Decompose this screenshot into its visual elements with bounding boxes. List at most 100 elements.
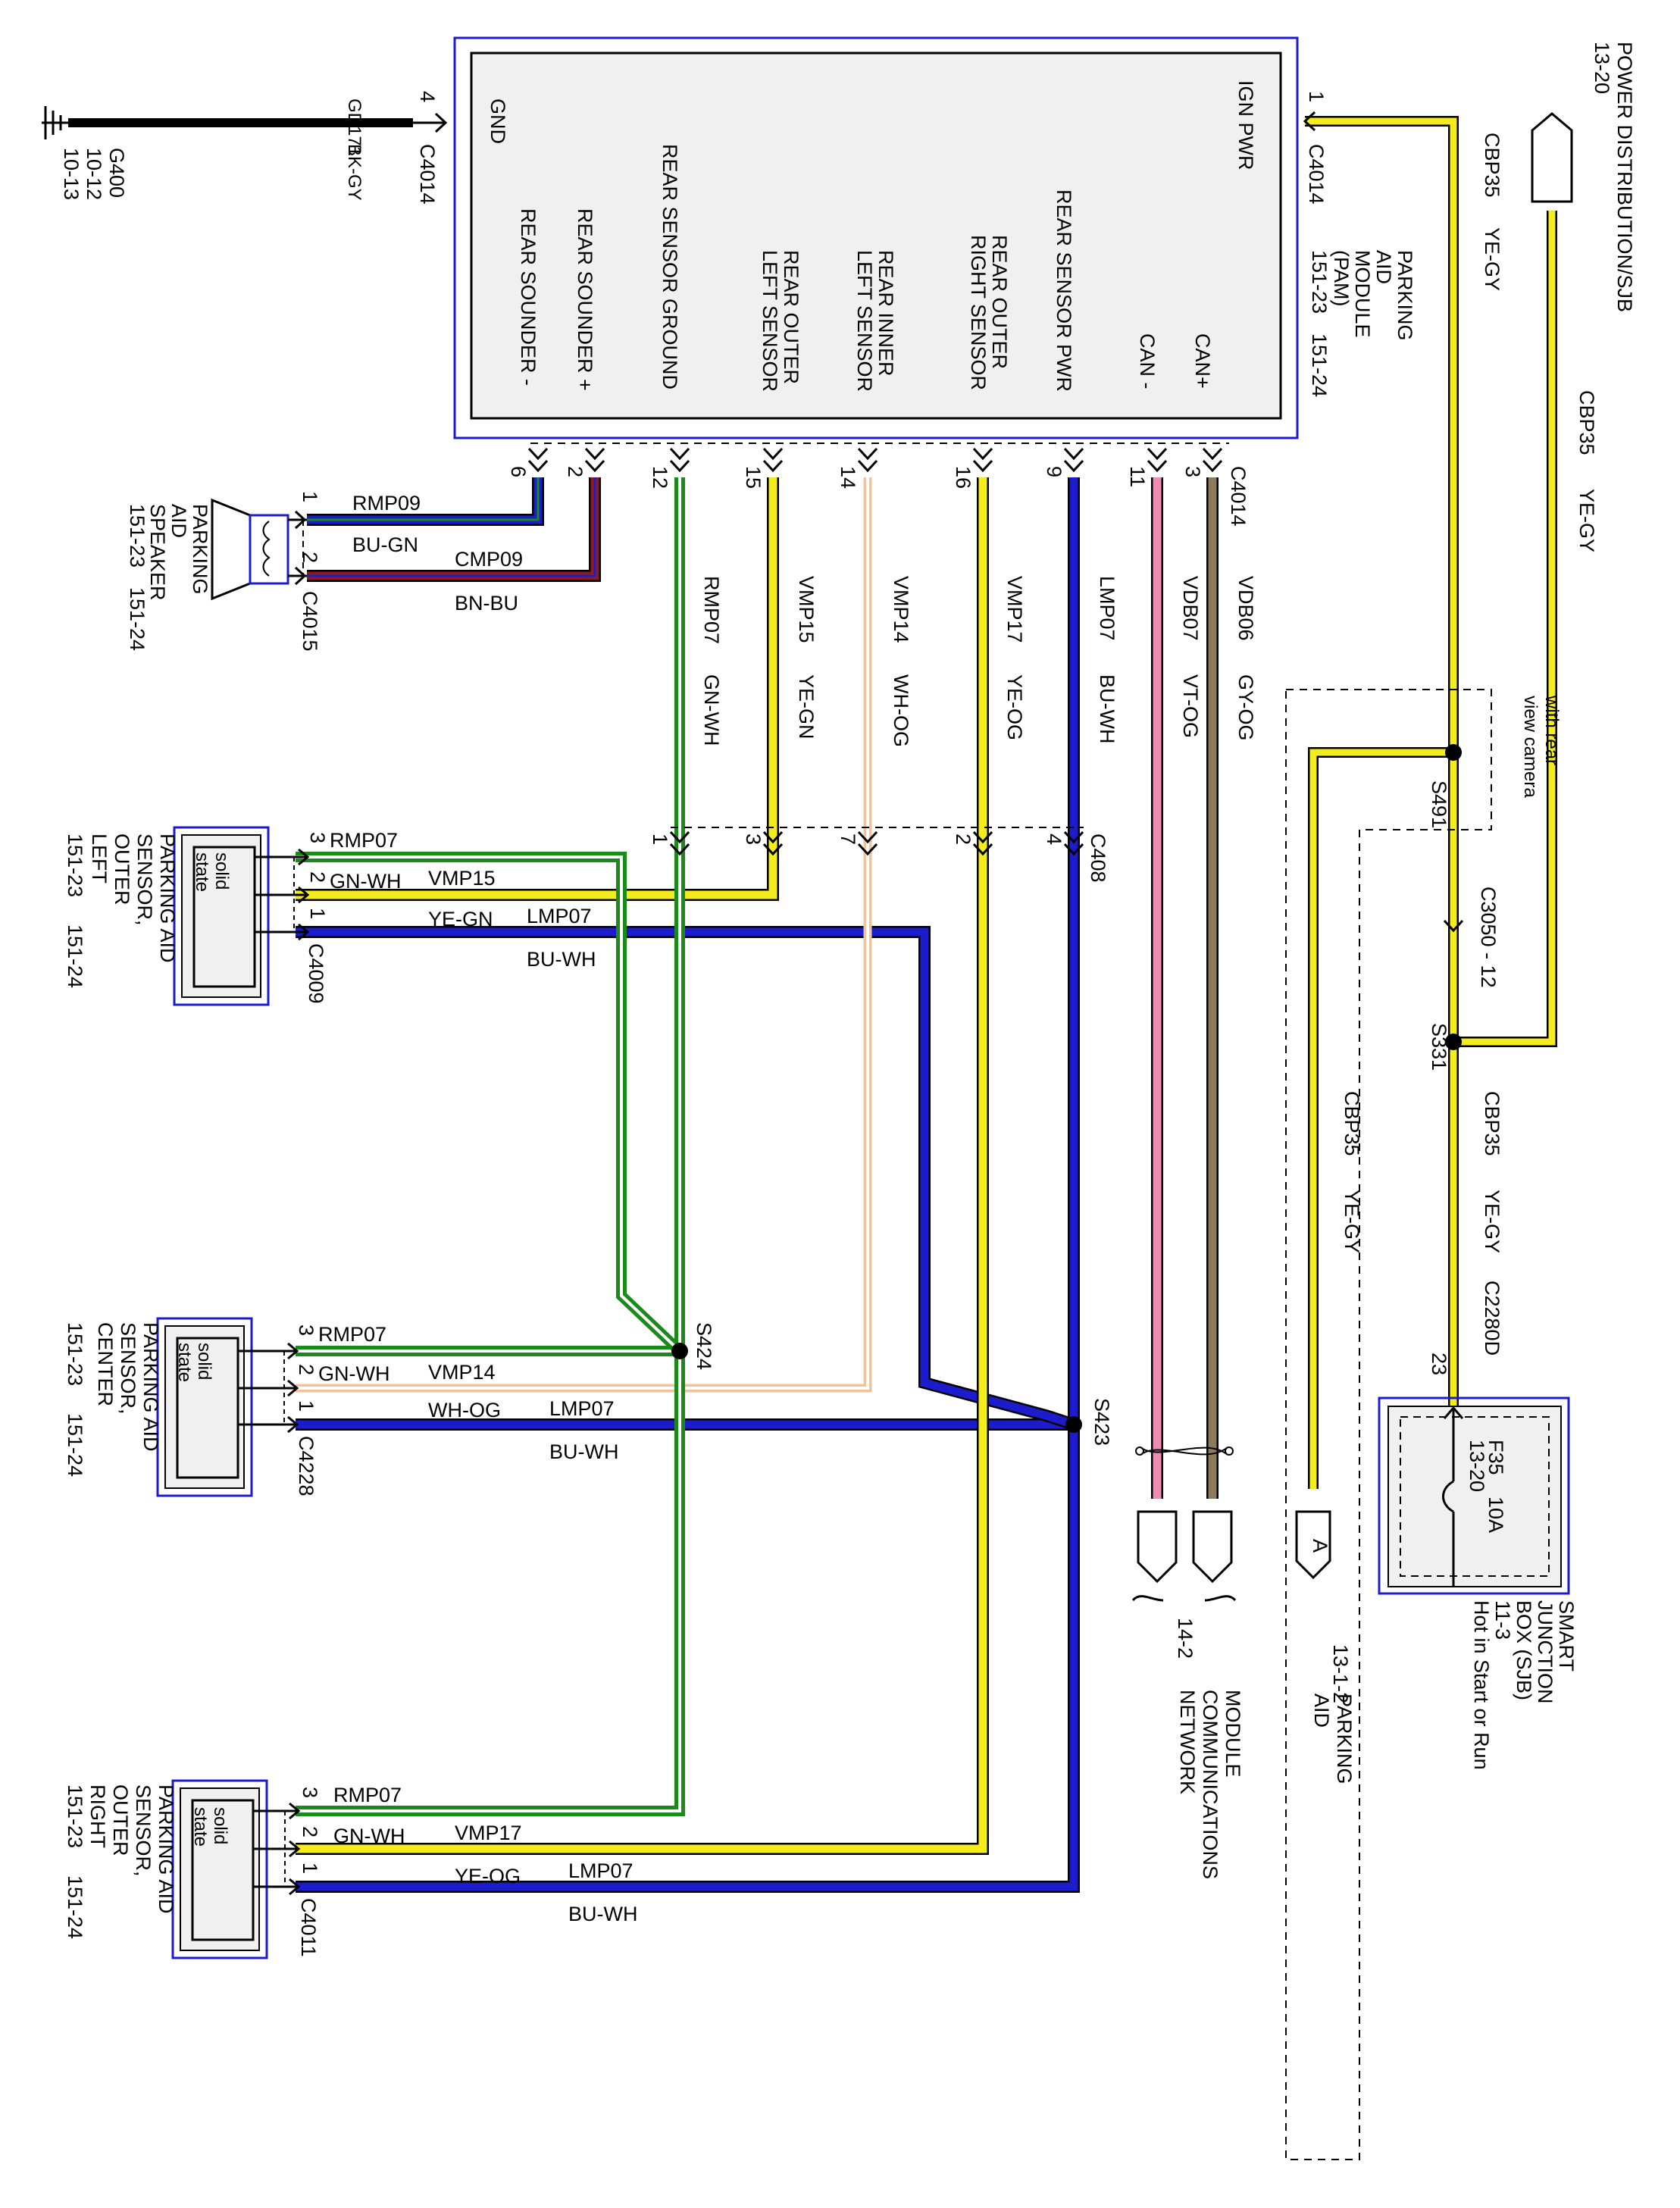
- network-connector-can-minus: [1137, 1510, 1178, 1584]
- module-outer-border: [453, 36, 1299, 439]
- sensor-outer-right-pin1: 1: [299, 1862, 321, 1874]
- pin-label-outer-right: REAR OUTER: [988, 235, 1011, 369]
- pin-label-sounder-minus: REAR SOUNDER -: [517, 208, 540, 386]
- sensor-outer-left-lmp-color: BU-WH: [527, 948, 596, 971]
- sjb-wire-circuit: CBP35: [1481, 1091, 1503, 1156]
- ign-wire-color: YE-GY: [1481, 227, 1503, 291]
- sensor-outer-left-pin1: 1: [306, 908, 329, 919]
- splice-s424: [671, 1343, 688, 1359]
- splice-s423: [1065, 1416, 1082, 1433]
- network-name: COMMUNICATIONS: [1199, 1690, 1222, 1879]
- sjb-ref: 11-3: [1491, 1600, 1514, 1640]
- module-connector-ign: C4014: [1305, 144, 1328, 205]
- speaker-pin1: 1: [299, 491, 321, 502]
- fuse-icon: [1442, 1480, 1454, 1513]
- vdb07-circuit: VDB07: [1179, 576, 1202, 641]
- speaker-name: SPEAKER: [146, 504, 169, 601]
- sensor-outer-left-ref-1: 151-23: [64, 833, 86, 897]
- parking-aid-ref: 13-1-2: [1329, 1644, 1352, 1703]
- sensor-outer-left-box: [173, 826, 270, 1006]
- pin-num-can-minus: 11: [1126, 466, 1149, 487]
- sensor-center-lmp-color: BU-WH: [549, 1440, 618, 1463]
- power-distribution-wire: [1453, 211, 1557, 1047]
- sensor-outer-left-rmp: RMP07: [330, 829, 398, 852]
- sjb-name: SMART: [1555, 1600, 1578, 1672]
- sensor-center-name: SENSOR,: [117, 1322, 139, 1415]
- module-name: PARKING: [1394, 250, 1416, 341]
- speaker-connector: C4015: [299, 591, 321, 652]
- c3050-connector: [1443, 919, 1464, 933]
- sensor-pin-stubs: [238, 848, 310, 1896]
- network-name: NETWORK: [1176, 1690, 1199, 1794]
- splice-s331-label: S331: [1428, 1023, 1450, 1071]
- sensor-center-signal-color: WH-OG: [428, 1399, 501, 1421]
- sjb-fuse-amps: 10A: [1484, 1496, 1507, 1533]
- wire-vmp17: [296, 477, 989, 1855]
- sjb-name: BOX (SJB): [1513, 1600, 1535, 1700]
- ground-color: BK-GY: [344, 144, 364, 201]
- c408-pin-vmp14: 7: [837, 833, 859, 845]
- ground-ref-1: 10-12: [83, 148, 105, 200]
- sensor-outer-right-rmp-color: GN-WH: [333, 1825, 405, 1847]
- sensor-outer-right-lmp-color: BU-WH: [568, 1903, 637, 1925]
- module-inner-box: [470, 52, 1282, 420]
- pin-num-inner-left: 14: [837, 466, 859, 489]
- sjb-fuse: F35: [1484, 1440, 1507, 1475]
- cmp09-color: BN-BU: [455, 592, 518, 615]
- rmp07-color: GN-WH: [700, 674, 723, 746]
- pin-num-gnd: 4: [416, 91, 439, 102]
- sensor-outer-left-name: PARKING AID: [156, 833, 179, 963]
- ground-symbol-icon: [42, 106, 68, 139]
- c408-pin-chevrons: [669, 830, 1084, 856]
- camera-wire-color: YE-GY: [1341, 1190, 1363, 1253]
- wire-vmp14: [296, 477, 872, 1393]
- camera-branch-wire: [1308, 747, 1453, 1489]
- wire-rmp07: [296, 477, 685, 1816]
- wire-cmp09: [307, 477, 601, 582]
- parking-aid-ref-letter: A: [1309, 1539, 1331, 1553]
- camera-wire-circuit: CBP35: [1341, 1091, 1363, 1156]
- ign-wire-circuit: CBP35: [1481, 133, 1503, 198]
- pin-label-outer-right: RIGHT SENSOR: [967, 235, 990, 390]
- speaker-ref-2: 151-24: [126, 587, 149, 651]
- splice-s423-label: S423: [1090, 1398, 1113, 1446]
- sensor-outer-left-ref-2: 151-24: [64, 924, 86, 988]
- sjb-fuse-ref: 13-20: [1466, 1440, 1488, 1492]
- module-connector-bottom: C4014: [1227, 466, 1250, 527]
- sjb-inner-box: [1387, 1406, 1562, 1587]
- vmp17-circuit: VMP17: [1003, 576, 1026, 643]
- vmp15-color: YE-GN: [795, 674, 818, 740]
- sensor-center-rmp: RMP07: [318, 1323, 386, 1346]
- pin-num-outer-left: 15: [742, 466, 765, 489]
- wire-rmp09: [307, 477, 544, 526]
- rmp07-circuit: RMP07: [700, 576, 723, 644]
- sensor-center-ref-2: 151-24: [64, 1413, 86, 1477]
- network-ref: 14-2: [1174, 1618, 1197, 1659]
- sensor-outer-right-signal: VMP17: [455, 1822, 522, 1844]
- sensor-center-ref-1: 151-23: [64, 1322, 86, 1386]
- sensor-outer-left-solid-state: state: [192, 852, 212, 892]
- sensor-outer-right-pin2: 2: [299, 1826, 321, 1837]
- pin-label-can-plus: CAN+: [1191, 333, 1214, 389]
- power-distribution-connector-icon: [1531, 112, 1573, 203]
- pin-label-sensor-ground: REAR SENSOR GROUND: [659, 144, 681, 389]
- sensor-outer-right-lmp: LMP07: [568, 1859, 634, 1882]
- camera-option-dashed-box: [1285, 689, 1492, 2160]
- module-name: AID: [1372, 250, 1395, 284]
- sensor-center-pin1: 1: [295, 1400, 318, 1412]
- sensor-outer-right-pin3: 3: [299, 1787, 321, 1798]
- splice-s491-label: S491: [1428, 780, 1450, 828]
- pd-wire-color: YE-GY: [1575, 489, 1598, 552]
- sensor-center-pin3: 3: [295, 1324, 318, 1336]
- sensor-outer-right-solid-state: state: [190, 1807, 211, 1847]
- ground-circuit: GD171: [344, 99, 364, 156]
- sensor-outer-left-signal: VMP15: [428, 867, 496, 890]
- lmp07-circuit: LMP07: [1096, 576, 1118, 641]
- speaker-name: AID: [167, 504, 190, 538]
- sjb-pin: 23: [1428, 1353, 1450, 1375]
- pin-label-inner-left: LEFT SENSOR: [853, 250, 876, 392]
- pin-num-sensor-ground: 12: [649, 466, 671, 489]
- speaker-icon: [211, 498, 307, 601]
